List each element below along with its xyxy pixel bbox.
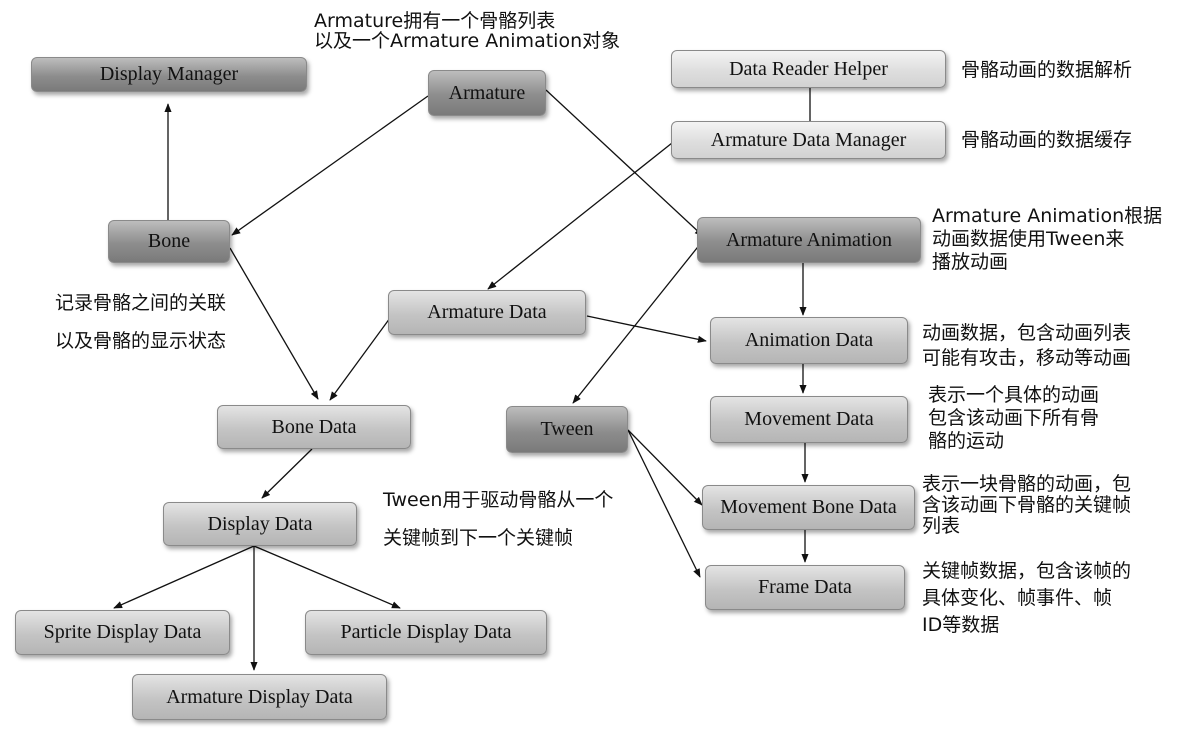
arrow-bone-data-to-display-data [261,448,313,499]
node-bone-data: Bone Data [217,405,411,449]
node-movement-data: Movement Data [710,396,908,443]
arrow-armature-data-to-bone-data [329,317,391,401]
node-animation-data: Animation Data [710,317,908,364]
arrow-bone-to-bone-data [229,247,319,400]
node-display-manager: Display Manager [31,57,307,92]
note-armature-animation: Armature Animation根据 动画数据使用Tween来 播放动画 [932,205,1162,274]
note-tween: Tween用于驱动骨骼从一个 关键帧到下一个关键帧 [383,481,613,557]
note-animation-data: 动画数据，包含动画列表 可能有攻击，移动等动画 [922,321,1131,371]
note-tween-line-1: Tween用于驱动骨骼从一个 [383,489,614,511]
node-bone: Bone [108,220,230,263]
node-armature-animation: Armature Animation [697,217,921,263]
arrow-display-data-to-sprite-display-data [113,545,255,609]
note-armature-animation-line-1: Armature Animation根据 [932,205,1163,227]
note-movement-bone-data-line-3: 列表 [922,515,961,537]
note-armature-data-manager: 骨骼动画的数据缓存 [961,129,1133,151]
note-tween-line-2: 关键帧到下一个关键帧 [383,527,574,549]
node-armature: Armature [428,70,546,116]
node-data-reader-helper: Data Reader Helper [671,50,946,88]
note-data-reader-helper: 骨骼动画的数据解析 [961,59,1133,81]
node-armature-data: Armature Data [388,290,586,335]
note-bone: 记录骨骼之间的关联 以及骨骼的显示状态 [55,284,226,360]
arrow-tween-to-movement-bone-data [627,429,703,506]
arrow-tween-to-frame-data [627,429,701,578]
note-armature-animation-line-2: 动画数据使用Tween来 [932,228,1125,250]
node-tween: Tween [506,406,628,453]
note-movement-data-line-2: 包含该动画下所有骨 [928,407,1100,429]
node-frame-data: Frame Data [705,565,905,610]
node-armature-data-manager: Armature Data Manager [671,121,946,159]
arrow-armature-animation-to-tween [572,237,706,404]
note-movement-data-line-1: 表示一个具体的动画 [928,384,1100,406]
note-armature-animation-line-3: 播放动画 [932,251,1009,273]
note-armature-line-2: 以及一个Armature Animation对象 [314,30,621,52]
note-movement-bone-data: 表示一块骨骼的动画，包 含该动画下骨骼的关键帧 列表 [922,474,1131,537]
node-sprite-display-data: Sprite Display Data [15,610,230,655]
note-bone-line-1: 记录骨骼之间的关联 [55,292,227,314]
node-display-data: Display Data [163,502,357,546]
note-frame-data-line-2: 具体变化、帧事件、帧 [922,587,1113,609]
note-animation-data-line-2: 可能有攻击，移动等动画 [922,347,1132,369]
arrow-display-data-to-particle-display-data [253,545,401,609]
arrow-armature-to-bone [231,95,429,236]
node-armature-display-data: Armature Display Data [132,674,387,720]
arrow-manager-to-armature-data [487,142,673,290]
note-armature: Armature拥有一个骨骼列表 以及一个Armature Animation对… [314,11,620,51]
note-frame-data: 关键帧数据，包含该帧的 具体变化、帧事件、帧 ID等数据 [922,558,1131,639]
note-frame-data-line-3: ID等数据 [922,614,1000,636]
note-animation-data-line-1: 动画数据，包含动画列表 [922,322,1132,344]
note-movement-data-line-3: 骼的运动 [928,430,1005,452]
note-movement-data: 表示一个具体的动画 包含该动画下所有骨 骼的运动 [928,384,1099,453]
note-armature-line-1: Armature拥有一个骨骼列表 [314,10,556,32]
arrow-armature-data-to-animation-data [586,315,707,343]
note-frame-data-line-1: 关键帧数据，包含该帧的 [922,560,1132,582]
note-movement-bone-data-line-2: 含该动画下骨骼的关键帧 [922,494,1132,516]
note-bone-line-2: 以及骨骼的显示状态 [55,330,227,352]
node-particle-display-data: Particle Display Data [305,610,547,655]
note-movement-bone-data-line-1: 表示一块骨骼的动画，包 [922,473,1132,495]
arrow-armature-to-armature-animation [545,89,704,237]
node-movement-bone-data: Movement Bone Data [702,485,915,530]
